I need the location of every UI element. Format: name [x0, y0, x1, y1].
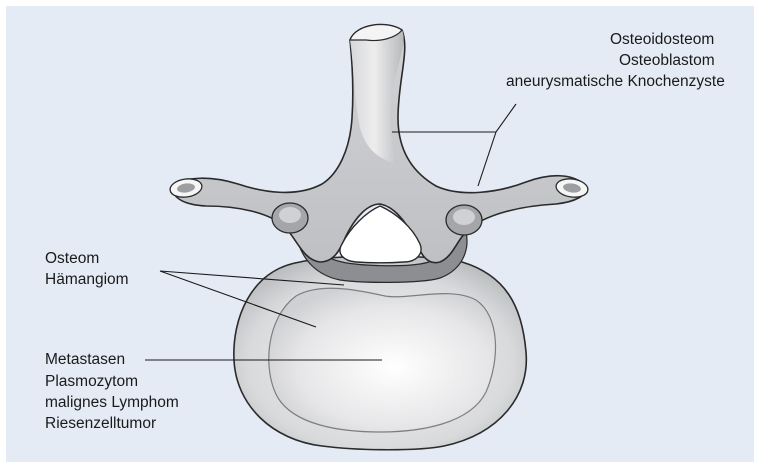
label-osteom: Osteom: [45, 249, 99, 269]
label-osteoidosteom: Osteoidosteom: [610, 30, 714, 50]
label-haemangiom: Hämangiom: [45, 270, 129, 290]
label-aneurysmatische-knochenzyste: aneurysmatische Knochenzyste: [506, 72, 725, 92]
label-plasmozytom: Plasmozytom: [45, 372, 138, 392]
label-malignes-lymphom: malignes Lymphom: [45, 393, 179, 413]
label-metastasen: Metastasen: [45, 350, 125, 370]
label-riesenzelltumor: Riesenzelltumor: [45, 414, 156, 434]
label-osteoblastom: Osteoblastom: [619, 51, 715, 71]
leader-posterior-right: [478, 132, 496, 186]
leader-posterior-bracket: [392, 104, 516, 132]
